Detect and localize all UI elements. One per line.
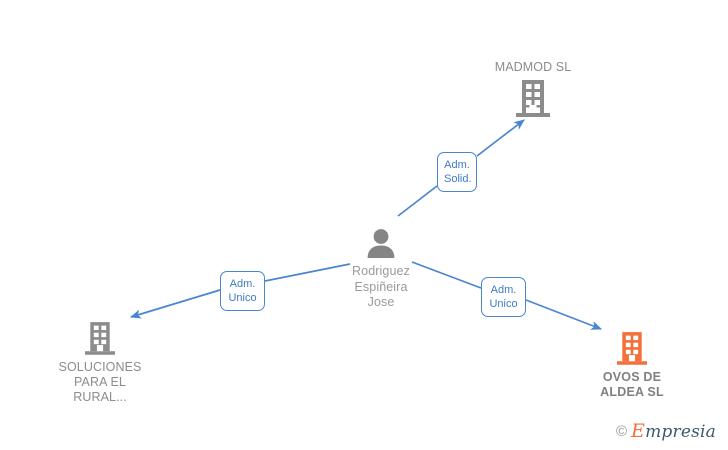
node-label-madmod: MADMOD SL (494, 60, 572, 74)
node-label-soluciones: SOLUCIONES PARA EL RURAL... (58, 360, 142, 404)
edge-person-to-ovos[interactable] (411, 261, 603, 330)
edge-person-to-madmod[interactable] (397, 119, 525, 217)
person-icon (306, 228, 456, 260)
brand-rest: mpresia (645, 422, 716, 442)
building-icon (458, 78, 608, 118)
node-soluciones-para-el-rural[interactable]: SOLUCIONES PARA EL RURAL... (25, 320, 175, 405)
edge-person-to-soluciones[interactable] (129, 263, 351, 319)
brand-initial: E (631, 420, 646, 442)
building-icon (557, 330, 707, 366)
node-person-rodriguez[interactable]: Rodriguez Espiñeira Jose (306, 228, 456, 311)
building-icon (25, 320, 175, 356)
edge-label-adm-unico-soluciones[interactable]: Adm. Unico (220, 271, 265, 311)
edge-label-adm-solid[interactable]: Adm. Solid. (437, 152, 477, 192)
node-label-person: Rodriguez Espiñeira Jose (352, 264, 410, 309)
node-ovos-de-aldea[interactable]: OVOS DE ALDEA SL (557, 330, 707, 400)
watermark-empresia: © Empresia (616, 422, 716, 441)
node-madmod[interactable]: MADMOD SL (458, 60, 608, 118)
copyright-icon: © (615, 423, 628, 440)
edge-label-adm-unico-ovos[interactable]: Adm. Unico (481, 277, 526, 317)
brand-wordmark: Empresia (631, 422, 716, 441)
node-label-ovos: OVOS DE ALDEA SL (600, 370, 664, 399)
